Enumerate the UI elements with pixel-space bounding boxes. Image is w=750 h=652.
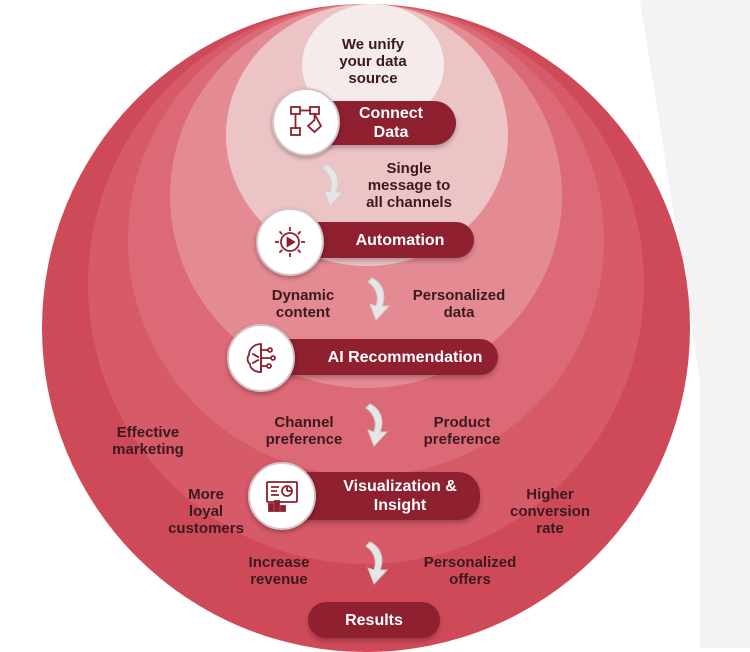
label-personalized-offers: Personalized offers <box>423 554 517 588</box>
step-ai-recommendation-pill: AI Recommendation <box>272 339 498 375</box>
arrow-down-1-icon <box>321 163 345 207</box>
label-dynamic-content: Dynamic content <box>271 287 335 321</box>
step-results-pill: Results <box>308 602 440 638</box>
label-channel-preference: Channel preference <box>265 414 343 448</box>
arrow-down-4-icon <box>365 541 389 585</box>
label-higher-conversion-rate: Higher conversion rate <box>509 486 591 537</box>
flowchart-icon <box>272 88 340 156</box>
label-product-preference: Product preference <box>423 414 501 448</box>
label-more-loyal-customers: More loyal customers <box>168 486 244 537</box>
center-text: We unify your data source <box>339 36 407 87</box>
step-visualization-insight-pill: Visualization & Insight <box>292 472 480 520</box>
arrow-down-2-icon <box>367 277 391 321</box>
label-increase-revenue: Increase revenue <box>248 554 310 588</box>
label-single-message: Single message to all channels <box>366 160 452 211</box>
label-personalized-data: Personalized data <box>412 287 506 321</box>
brain-circuit-icon <box>227 324 295 392</box>
arrow-down-3-icon <box>365 403 389 447</box>
label-effective-marketing: Effective marketing <box>112 424 184 458</box>
gear-play-icon <box>256 208 324 276</box>
analytics-chart-icon <box>248 462 316 530</box>
step-automation-pill: Automation <box>300 222 474 258</box>
